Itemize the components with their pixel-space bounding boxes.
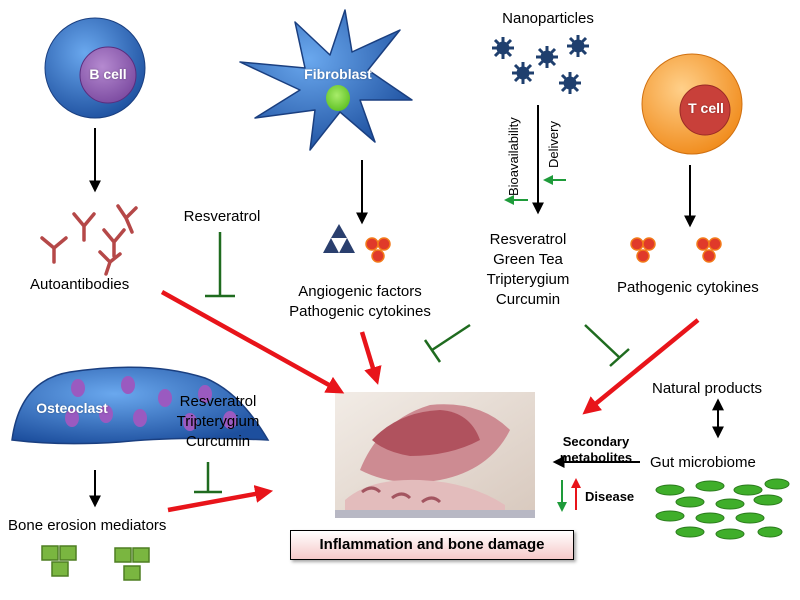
cytokines-icon-right (630, 237, 722, 263)
bone-erosion-label: Bone erosion mediators (8, 517, 167, 534)
compound-tripterygium: Tripterygium (486, 271, 570, 288)
t-cell-label: T cell (688, 100, 724, 116)
resveratrol-label-left: Resveratrol (183, 208, 261, 225)
disease-label: Disease (585, 489, 635, 504)
inhibition-lines (194, 232, 630, 494)
delivery-label: Delivery (546, 121, 561, 168)
osteoclast-label: Osteoclast (36, 400, 108, 416)
secondary-metabolites-label: Secondary metabolites (560, 434, 632, 466)
bone-erosion-mediators-icon (41, 545, 150, 581)
inflamed-paw-photo (335, 392, 535, 518)
bioavailability-label: Bioavailability (506, 117, 521, 196)
outcome-box: Inflammation and bone damage (290, 530, 574, 560)
compound-green-tea: Green Tea (493, 251, 563, 268)
autoantibodies-label: Autoantibodies (30, 276, 130, 293)
secondary-text: Secondary (562, 434, 630, 449)
osteoclast-cell (11, 366, 270, 445)
pathogenic-cytokines-text-center: Pathogenic cytokines (289, 303, 431, 320)
gut-microbiome-label: Gut microbiome (650, 454, 756, 471)
disease-arrows (557, 478, 581, 512)
cytokines-icon-center (365, 237, 391, 263)
gut-microbiome-icon (655, 478, 790, 540)
pathogenic-cytokines-label-right: Pathogenic cytokines (617, 279, 759, 296)
bottom-compounds-label: Resveratrol Tripterygium Curcumin (177, 392, 260, 452)
bottom-compound-tripterygium: Tripterygium (176, 413, 260, 430)
natural-products-label: Natural products (652, 380, 763, 397)
center-compounds-label: Resveratrol Green Tea Tripterygium Curcu… (487, 230, 570, 310)
fibroblast-label: Fibroblast (304, 66, 372, 82)
nanoparticles-label: Nanoparticles (502, 10, 594, 27)
fibroblast-cell (239, 9, 413, 151)
bottom-compound-resveratrol: Resveratrol (179, 393, 257, 410)
black-arrows (89, 105, 724, 508)
red-activation-arrows (160, 290, 700, 513)
b-cell-label: B cell (89, 66, 127, 82)
angiogenic-label: Angiogenic factors Pathogenic cytokines (289, 282, 431, 322)
bottom-compound-curcumin: Curcumin (185, 433, 251, 450)
autoantibodies-icon (40, 204, 138, 276)
compound-curcumin: Curcumin (495, 291, 561, 308)
t-cell (641, 53, 743, 155)
b-cell (44, 17, 146, 119)
delivery-arrows (504, 175, 566, 205)
metabolites-text: metabolites (559, 450, 633, 465)
nanoparticles-icon (492, 35, 589, 94)
angiogenic-factors-icon (323, 224, 355, 253)
angiogenic-factors-text: Angiogenic factors (298, 283, 422, 300)
compound-resveratrol: Resveratrol (489, 231, 567, 248)
